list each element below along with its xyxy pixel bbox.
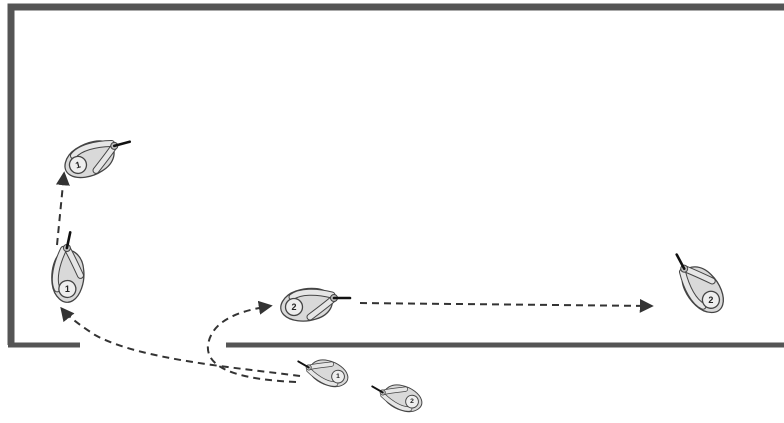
operator-number: 1 [336, 373, 340, 380]
operator-1-entry: 1 [295, 346, 352, 393]
operator-number: 2 [291, 302, 296, 312]
operator-2-entry: 2 [369, 371, 426, 418]
path-operator-2-wall [359, 298, 654, 313]
operator-2-right: 2 [668, 244, 729, 320]
path-operator-1-entry [60, 306, 301, 377]
operator-number: 2 [410, 398, 414, 405]
path-operator-1-corner [55, 171, 70, 246]
movement-paths [55, 171, 654, 383]
operator-1-top: 1 [60, 132, 135, 182]
operator-number: 2 [708, 295, 713, 305]
operator-number: 1 [74, 159, 81, 170]
operator-number: 1 [65, 284, 70, 294]
path-operator-2-entry [206, 300, 297, 383]
operator-1-middle: 1 [46, 230, 92, 305]
room-walls [7, 3, 784, 348]
operator-2-center: 2 [281, 288, 350, 321]
left-top-right-wall [7, 3, 784, 345]
